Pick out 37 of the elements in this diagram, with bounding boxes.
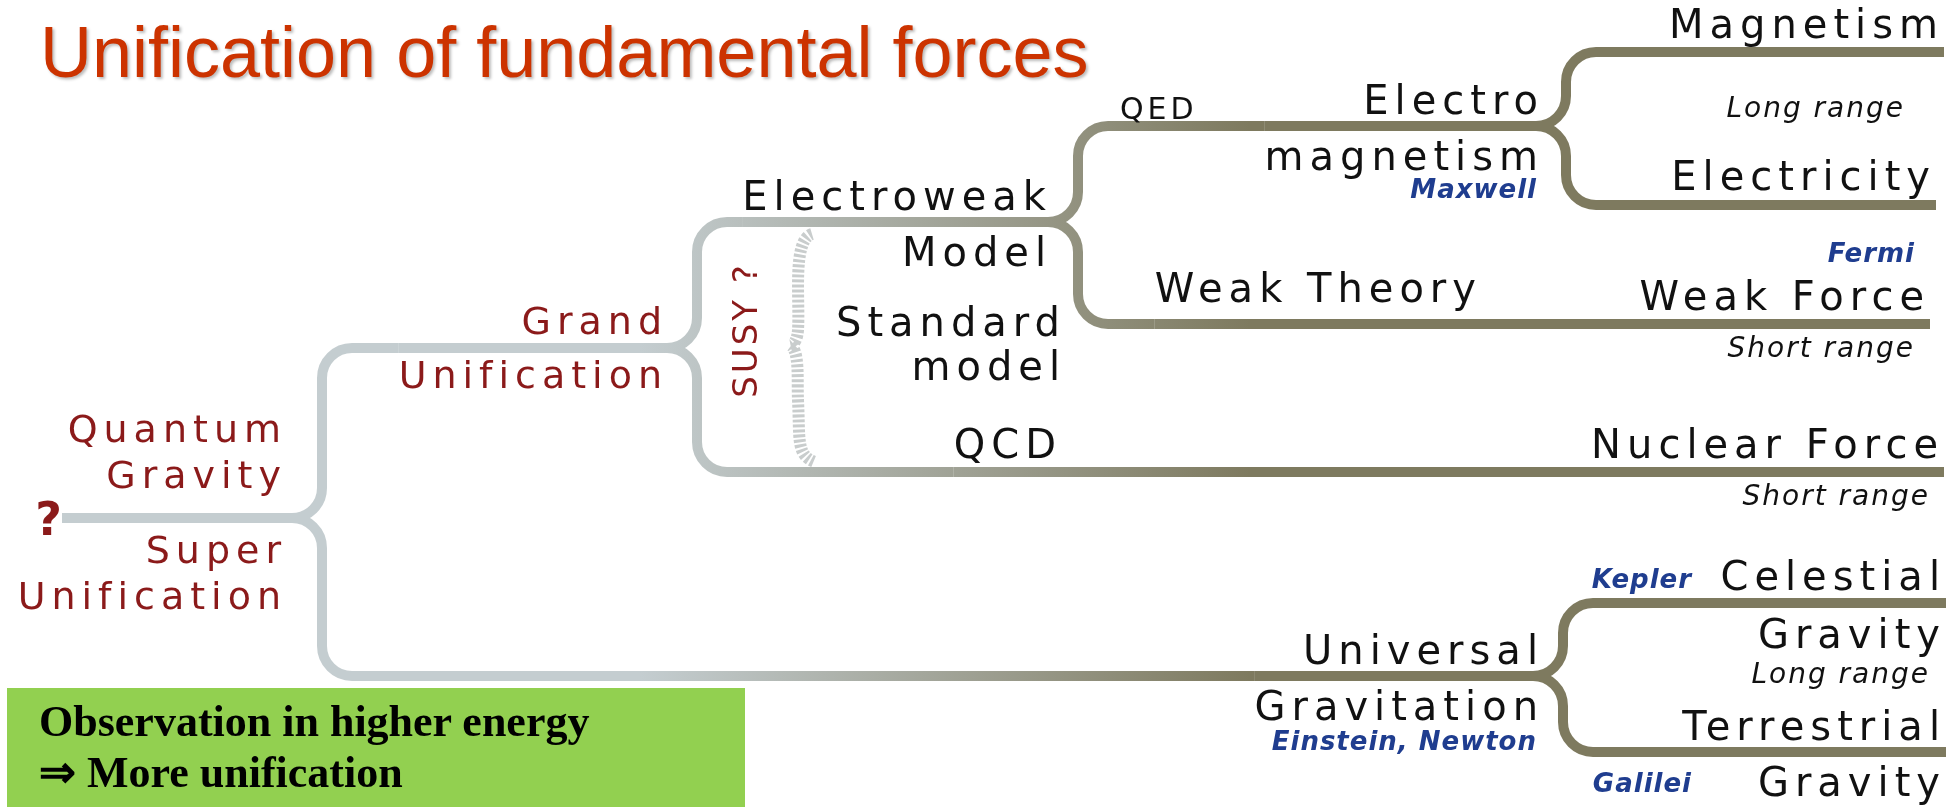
branch-label: Terrestrial <box>1682 706 1946 746</box>
branch-label: Electroweak <box>742 176 1052 216</box>
branch-label: Quantum Gravity <box>67 406 287 498</box>
range-note: Long range <box>1751 660 1930 688</box>
note-text: Observation in higher energy <box>39 696 591 747</box>
scientist-name: Maxwell <box>1410 176 1537 202</box>
range-note: Short range <box>1727 334 1915 362</box>
range-note: Long range <box>1726 94 1905 122</box>
branch-label: Celestial <box>1720 556 1946 596</box>
branch-line <box>953 467 1944 477</box>
branch-label: Universal <box>1303 630 1544 670</box>
branch-label: Grand <box>521 302 668 340</box>
scientist-name: Einstein, Newton <box>1271 728 1537 754</box>
branch-label: Weak Theory <box>1154 268 1482 324</box>
branch-label: Unification <box>398 356 668 394</box>
scientist-name: Kepler <box>1591 566 1692 592</box>
range-note: Short range <box>1742 482 1930 510</box>
note-panel <box>7 688 745 807</box>
branch-label: Model <box>901 232 1052 272</box>
scientist-name: Galilei <box>1592 770 1692 796</box>
branch-label: Standard model <box>836 300 1066 388</box>
title: Unification of fundamental forces <box>40 16 1089 88</box>
theory-label: QED <box>1120 94 1198 124</box>
branch-label: Electricity <box>1671 156 1936 205</box>
note-text: ⇒ More unification <box>39 747 404 798</box>
branch-line <box>742 217 1155 329</box>
branch-line <box>1264 121 1936 210</box>
vertical-label: SUSY ? <box>728 262 762 398</box>
branch-label: Gravitation <box>1254 686 1544 726</box>
branch-line <box>1254 671 1946 757</box>
scientist-name: Fermi <box>1827 240 1915 266</box>
branch-label: Nuclear Force <box>1591 424 1944 472</box>
branch-label: Electro <box>1363 80 1544 120</box>
branch-line <box>1154 319 1930 329</box>
branch-label: Magnetism <box>1669 4 1944 52</box>
branch-label: QCD <box>953 424 1062 472</box>
branch-label: Weak Force <box>1639 276 1930 324</box>
